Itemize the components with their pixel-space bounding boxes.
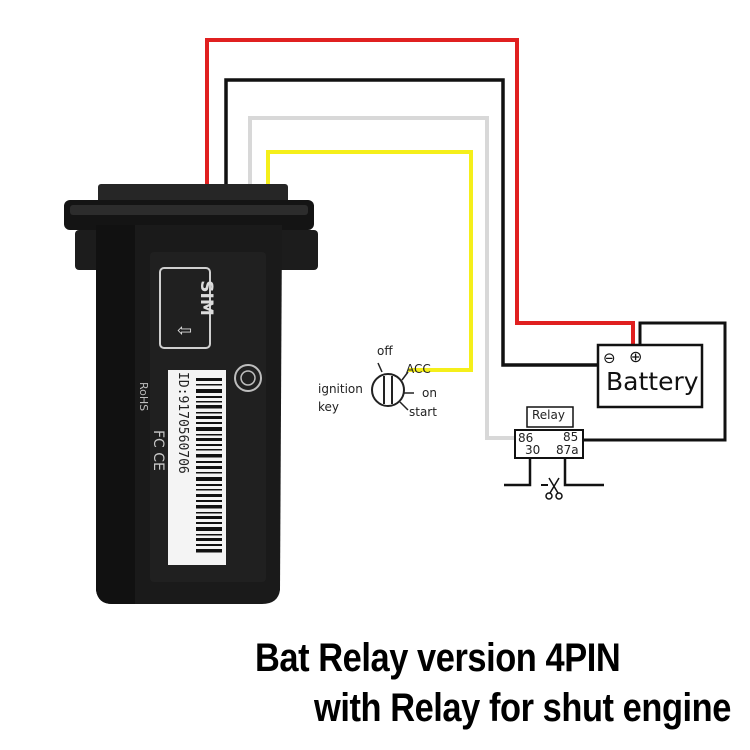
ignition-off-label: off xyxy=(377,344,393,358)
relay-pin-30: 30 xyxy=(525,443,541,457)
ignition-key-label: key xyxy=(318,400,340,414)
relay-box xyxy=(514,429,584,459)
caption-line-2: with Relay for shut engine xyxy=(314,686,731,730)
device-id-text: ID:9170560706 xyxy=(175,372,190,474)
ignition-label: ignition xyxy=(318,382,363,396)
wire-red xyxy=(205,38,635,345)
wire-relay-87a xyxy=(563,455,604,487)
wire-yellow xyxy=(266,150,473,372)
gps-tracker-device xyxy=(64,184,318,604)
relay-pin-86: 86 xyxy=(518,431,534,445)
fc-ce-mark: FC CE xyxy=(150,430,166,471)
ignition-on-label: on xyxy=(422,386,437,400)
rohs-mark: RoHS xyxy=(137,382,150,412)
sim-label: SIM xyxy=(195,280,216,316)
wire-relay-30 xyxy=(504,455,532,487)
relay-title: Relay xyxy=(532,408,565,422)
scissors-icon xyxy=(545,477,563,500)
relay-pin-87a: 87a xyxy=(556,443,579,457)
battery-box xyxy=(596,343,704,409)
ignition-key-icon xyxy=(371,362,414,411)
ignition-start-label: start xyxy=(409,405,437,419)
relay-title-box xyxy=(526,406,574,428)
wire-black xyxy=(224,78,598,367)
ignition-acc-label: ACC xyxy=(406,362,431,376)
wire-battery-relay xyxy=(583,321,727,442)
caption-line-1: Bat Relay version 4PIN xyxy=(255,636,621,680)
barcode xyxy=(196,378,222,553)
battery-minus-icon: ⊖ xyxy=(603,349,616,367)
sim-arrow-icon: ⇩ xyxy=(173,322,195,339)
battery-plus-icon: ⊕ xyxy=(629,347,643,366)
wire-white xyxy=(248,116,515,440)
relay-pin-85: 85 xyxy=(563,430,579,444)
battery-label: Battery xyxy=(606,367,699,396)
wires xyxy=(205,38,727,487)
